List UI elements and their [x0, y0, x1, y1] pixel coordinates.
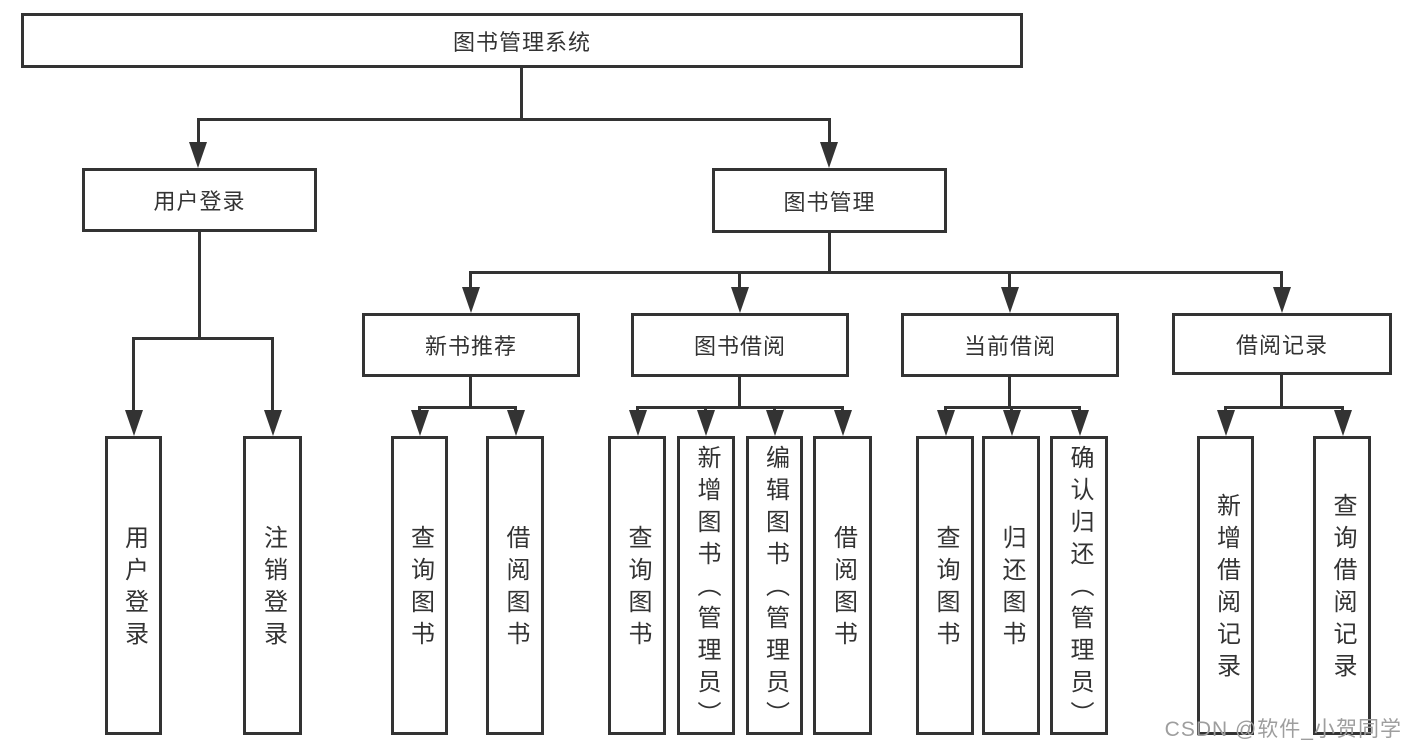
leaf-user-login-label: 用户登录 — [120, 524, 148, 653]
leaf-user-login: 用户登录 — [105, 436, 162, 735]
arrow-down-icon — [1071, 410, 1089, 436]
arrow-down-icon — [189, 142, 207, 168]
leaf-add-borrow-record-label: 新增借阅记录 — [1212, 492, 1240, 685]
node-book-borrowing: 图书借阅 — [631, 313, 849, 377]
leaf-return-books-label: 归还图书 — [998, 524, 1025, 653]
arrow-down-icon — [697, 410, 715, 436]
leaf-return-books: 归还图书 — [982, 436, 1040, 735]
connector-line — [738, 377, 741, 409]
node-book-management-label: 图书管理 — [783, 189, 876, 215]
node-borrowing-records-label: 借阅记录 — [1235, 333, 1328, 358]
arrow-down-icon — [1217, 410, 1235, 436]
connector-line — [738, 271, 741, 287]
connector-line — [520, 68, 523, 120]
connector-line — [469, 271, 1283, 274]
leaf-logout-label: 注销登录 — [259, 524, 287, 653]
leaf-recommend-query-books-label: 查询图书 — [406, 524, 434, 653]
node-book-borrowing-label: 图书借阅 — [693, 334, 786, 359]
node-root: 图书管理系统 — [21, 13, 1023, 68]
node-borrowing-records: 借阅记录 — [1172, 313, 1392, 375]
connector-line — [132, 337, 135, 415]
leaf-query-borrow-record: 查询借阅记录 — [1313, 436, 1371, 735]
leaf-borrowing-query-books-label: 查询图书 — [624, 524, 651, 653]
node-current-borrowing-label: 当前借阅 — [963, 334, 1056, 359]
arrow-down-icon — [462, 287, 480, 313]
connector-line — [828, 233, 831, 274]
arrow-down-icon — [411, 410, 429, 436]
arrow-down-icon — [264, 410, 282, 436]
connector-line — [1224, 406, 1344, 409]
connector-line — [271, 337, 274, 415]
arrow-down-icon — [731, 287, 749, 313]
connector-line — [197, 118, 200, 146]
csdn-watermark: CSDN @软件_小贺同学 — [1164, 718, 1402, 741]
connector-line — [198, 232, 201, 340]
node-current-borrowing: 当前借阅 — [901, 313, 1119, 377]
connector-line — [1280, 375, 1283, 409]
connector-line — [828, 118, 831, 146]
node-new-book-recommend: 新书推荐 — [362, 313, 580, 377]
connector-line — [636, 406, 844, 409]
leaf-logout: 注销登录 — [243, 436, 302, 735]
connector-line — [1008, 377, 1011, 409]
leaf-borrowing-borrow-books: 借阅图书 — [813, 436, 872, 735]
leaf-edit-books-admin-label: 编辑图书（管理员） — [761, 445, 789, 733]
leaf-borrowing-query-books: 查询图书 — [608, 436, 666, 735]
leaf-edit-books-admin: 编辑图书（管理员） — [746, 436, 803, 735]
leaf-add-books-admin: 新增图书（管理员） — [677, 436, 735, 735]
leaf-current-query-books-label: 查询图书 — [932, 524, 959, 653]
connector-line — [197, 118, 831, 121]
connector-line — [1008, 271, 1011, 287]
node-user-login-label: 用户登录 — [153, 189, 246, 214]
arrow-down-icon — [766, 410, 784, 436]
leaf-borrowing-borrow-books-label: 借阅图书 — [829, 524, 857, 653]
leaf-recommend-query-books: 查询图书 — [391, 436, 448, 735]
arrow-down-icon — [834, 410, 852, 436]
arrow-down-icon — [1003, 410, 1021, 436]
leaf-current-query-books: 查询图书 — [916, 436, 974, 735]
connector-line — [469, 271, 472, 287]
connector-line — [1280, 271, 1283, 287]
leaf-recommend-borrow-books-label: 借阅图书 — [502, 524, 529, 653]
node-new-book-recommend-label: 新书推荐 — [424, 334, 517, 359]
arrow-down-icon — [1001, 287, 1019, 313]
node-root-label: 图书管理系统 — [452, 29, 591, 55]
arrow-down-icon — [820, 142, 838, 168]
leaf-add-books-admin-label: 新增图书（管理员） — [693, 445, 720, 733]
leaf-add-borrow-record: 新增借阅记录 — [1197, 436, 1254, 735]
leaf-recommend-borrow-books: 借阅图书 — [486, 436, 544, 735]
connector-line — [418, 406, 517, 409]
arrow-down-icon — [937, 410, 955, 436]
arrow-down-icon — [629, 410, 647, 436]
connector-line — [132, 337, 274, 340]
arrow-down-icon — [507, 410, 525, 436]
connector-line — [469, 377, 472, 409]
node-book-management: 图书管理 — [712, 168, 947, 233]
leaf-confirm-return-admin-label: 确认归还（管理员） — [1066, 445, 1093, 733]
node-user-login: 用户登录 — [82, 168, 317, 232]
leaf-confirm-return-admin: 确认归还（管理员） — [1050, 436, 1108, 735]
arrow-down-icon — [125, 410, 143, 436]
leaf-query-borrow-record-label: 查询借阅记录 — [1329, 492, 1356, 685]
arrow-down-icon — [1334, 410, 1352, 436]
arrow-down-icon — [1273, 287, 1291, 313]
